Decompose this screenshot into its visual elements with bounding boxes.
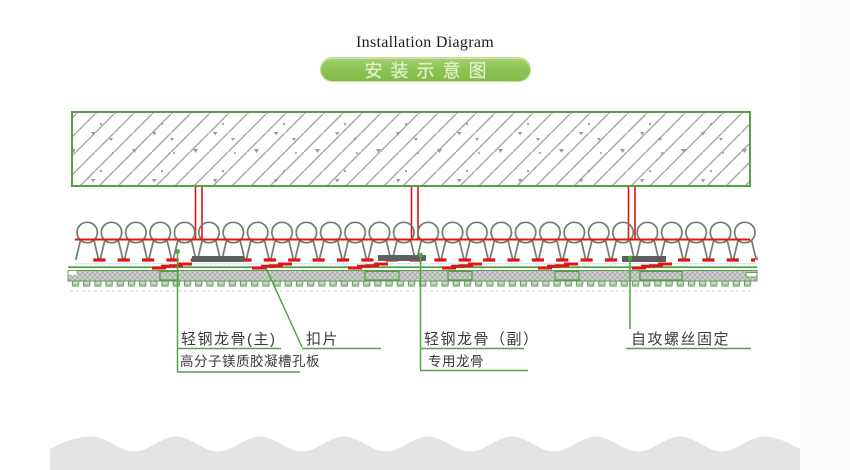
carrier-bars bbox=[192, 255, 666, 262]
page-edge-shade bbox=[800, 0, 850, 470]
label-buckle-clip: 扣片 bbox=[306, 331, 339, 348]
panel-left-notch bbox=[68, 270, 77, 275]
label-panel-board: 高分子镁质胶凝槽孔板 bbox=[180, 353, 320, 369]
label-secondary-keel: 轻钢龙骨（副） bbox=[424, 331, 540, 348]
carrier-bar bbox=[622, 256, 666, 262]
label-main-keel: 轻钢龙骨(主) bbox=[181, 331, 277, 348]
panel-teeth bbox=[70, 281, 755, 287]
panel-right-groove bbox=[745, 272, 758, 278]
leader-lines bbox=[176, 251, 631, 372]
leader-dot bbox=[418, 252, 423, 258]
page-title-chinese: 安装示意图 bbox=[364, 60, 495, 81]
leader-dots bbox=[175, 249, 633, 261]
keel-channel bbox=[554, 270, 580, 281]
carrier-bar bbox=[378, 255, 426, 261]
label-underlines bbox=[177, 347, 751, 373]
leader-dot bbox=[175, 249, 180, 254]
keel-channel bbox=[639, 270, 683, 281]
carrier-bar bbox=[192, 256, 244, 262]
label-screw-fixing: 自攻螺丝固定 bbox=[631, 331, 730, 348]
keel-channel bbox=[364, 270, 400, 281]
keel-channel bbox=[447, 270, 473, 281]
leader-buckle bbox=[265, 267, 303, 348]
title-banner: 安装示意图 bbox=[320, 57, 531, 82]
page-title-english: Installation Diagram bbox=[356, 34, 494, 51]
panel-board bbox=[67, 266, 758, 292]
leader-dot bbox=[627, 255, 633, 261]
ceiling-slab bbox=[71, 111, 751, 187]
label-special-keel: 专用龙骨 bbox=[428, 354, 484, 369]
bottom-wave-band bbox=[50, 436, 800, 470]
